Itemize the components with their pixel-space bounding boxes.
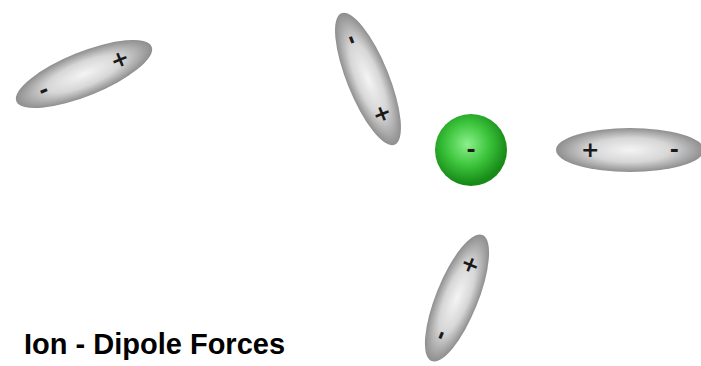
dipole-ellipse: +-	[412, 227, 502, 366]
dipole-shape	[322, 5, 414, 152]
dipole-shape	[556, 128, 701, 172]
dipole-shape	[412, 227, 502, 366]
dipole-shape	[8, 26, 160, 121]
dipole-ellipse: -+	[8, 26, 160, 121]
charge-sign: -	[466, 139, 475, 161]
dipole-ellipse: -+	[322, 5, 414, 152]
charge-sign: -	[670, 139, 679, 161]
dipole-ellipse: +-	[556, 128, 701, 172]
ion-circle: -	[435, 114, 507, 186]
charge-sign: +	[581, 139, 599, 161]
diagram-title: Ion - Dipole Forces	[24, 328, 285, 361]
